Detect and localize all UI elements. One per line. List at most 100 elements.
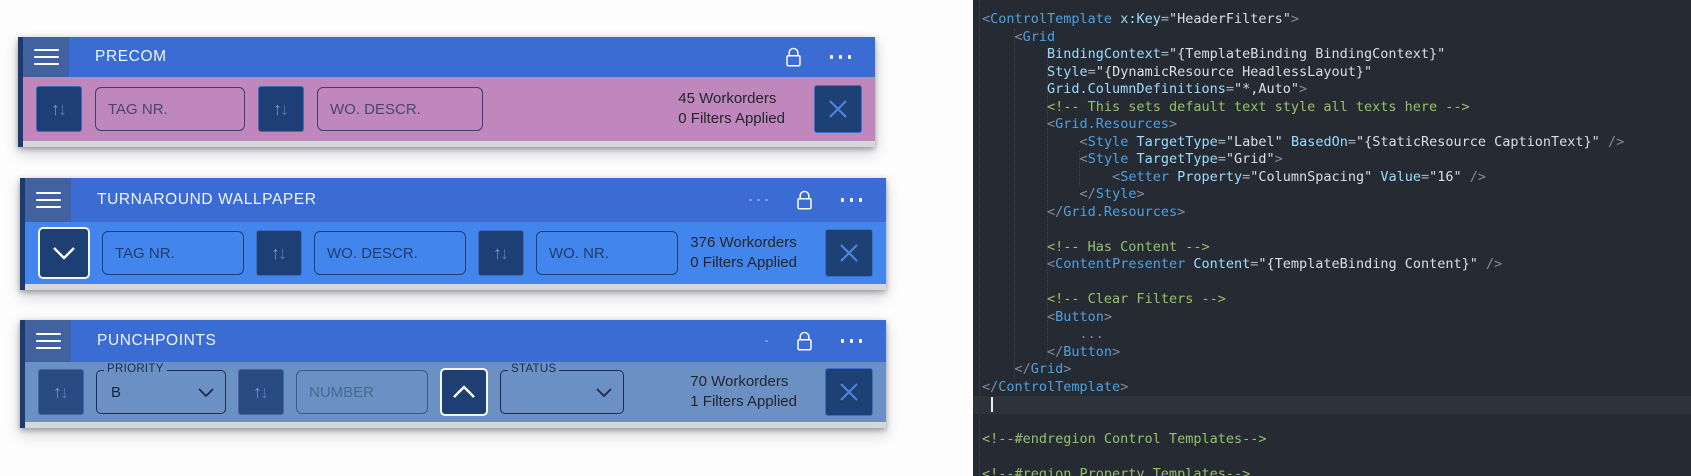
code-editor-pane[interactable]: <ControlTemplate x:Key="HeaderFilters"> …	[973, 0, 1691, 476]
sort-wodescr-button[interactable]: ↑↓	[258, 86, 304, 132]
wo-descr-input[interactable]	[314, 231, 466, 275]
priority-value: B	[111, 383, 122, 401]
status-summary: 70 Workorders 1 Filters Applied	[690, 372, 813, 412]
code-line[interactable]: <Style TargetType="Grid">	[1079, 151, 1283, 167]
card-turnaround-wallpaper: TURNAROUND WALLPAPER ↑↓ ↑↓ 376 Workorder…	[20, 178, 886, 290]
code-line[interactable]: <Setter Property="ColumnSpacing" Value="…	[1112, 168, 1487, 185]
hamburger-icon	[33, 47, 59, 68]
sort-priority-button[interactable]: ↑↓	[38, 369, 84, 415]
workorders-count: 376 Workorders	[690, 234, 797, 251]
status-label: STATUS	[508, 363, 560, 375]
code-line[interactable]: <!-- Clear Filters -->	[1047, 291, 1226, 307]
code-line[interactable]: <Grid.Resources>	[1047, 116, 1178, 132]
menu-button[interactable]	[25, 320, 71, 362]
code-line[interactable]: </ControlTemplate>	[982, 378, 1129, 395]
code-line[interactable]	[982, 221, 1691, 239]
priority-label: PRIORITY	[104, 363, 167, 375]
turnaround-header: TURNAROUND WALLPAPER	[25, 178, 886, 222]
code-lines: <ControlTemplate x:Key="HeaderFilters"> …	[973, 0, 1691, 476]
clear-filters-button[interactable]	[825, 229, 873, 277]
lock-icon[interactable]	[795, 330, 814, 353]
menu-button[interactable]	[25, 178, 71, 222]
panel-title: PUNCHPOINTS	[97, 332, 217, 349]
content-edge	[23, 141, 875, 147]
wo-nr-input[interactable]	[536, 231, 678, 275]
chevron-up-icon	[453, 385, 475, 398]
text-cursor	[991, 397, 993, 412]
code-line[interactable]: </Button>	[1047, 343, 1121, 360]
code-line[interactable]: <ContentPresenter Content="{TemplateBind…	[1047, 256, 1503, 272]
overflow-dots-icon	[749, 198, 768, 202]
precom-header: PRECOM	[23, 37, 875, 77]
hamburger-icon	[35, 331, 61, 352]
priority-dropdown[interactable]: PRIORITY B	[96, 363, 226, 414]
panel-title: PRECOM	[95, 48, 167, 65]
precom-filter-row: ↑↓ ↑↓ 45 Workorders 0 Filters Applied	[23, 77, 875, 141]
indent-guide	[1047, 46, 1048, 361]
status-summary: 376 Workorders 0 Filters Applied	[690, 233, 813, 273]
content-edge	[25, 422, 886, 428]
indent-guide	[1079, 151, 1080, 186]
code-line[interactable]	[982, 274, 1691, 292]
sort-wodescr-button[interactable]: ↑↓	[256, 230, 302, 276]
chevron-down-icon	[53, 247, 75, 260]
x-cross-icon	[840, 244, 858, 262]
more-options-icon[interactable]	[829, 55, 851, 59]
more-options-icon[interactable]	[840, 339, 862, 343]
chevron-down-icon	[596, 387, 612, 397]
tag-nr-input[interactable]	[95, 87, 245, 131]
code-line[interactable]: Grid.ColumnDefinitions="*,Auto">	[1047, 81, 1308, 97]
lock-icon[interactable]	[795, 189, 814, 212]
filters-applied-count: 0 Filters Applied	[678, 110, 785, 127]
sort-number-button[interactable]: ↑↓	[238, 369, 284, 415]
current-line-highlight	[973, 396, 1691, 414]
filters-applied-count: 1 Filters Applied	[690, 393, 797, 410]
code-line[interactable]: <Style TargetType="Label" BasedOn="{Stat…	[1079, 133, 1625, 150]
code-line[interactable]: <ControlTemplate x:Key="HeaderFilters">	[982, 11, 1300, 27]
code-line[interactable]: Style="{DynamicResource HeadlessLayout}"	[1047, 63, 1373, 80]
tag-nr-input[interactable]	[102, 231, 244, 275]
code-line[interactable]: </Grid>	[1014, 361, 1072, 377]
content-edge	[25, 284, 886, 290]
number-input[interactable]	[296, 370, 428, 414]
code-line[interactable]: <!--#endregion Control Templates-->	[982, 431, 1267, 447]
panel-title: TURNAROUND WALLPAPER	[97, 191, 317, 208]
indent-guide	[979, 0, 980, 476]
code-line[interactable]: ...	[1079, 326, 1104, 342]
code-line[interactable]: <!-- This sets default text style all te…	[1047, 98, 1470, 115]
sort-wonr-button[interactable]: ↑↓	[478, 230, 524, 276]
card-punchpoints: PUNCHPOINTS ↑↓ PRIORITY B ↑↓	[20, 320, 886, 428]
wo-descr-input[interactable]	[317, 87, 483, 131]
code-line[interactable]	[982, 449, 1691, 467]
hamburger-icon	[35, 190, 61, 211]
status-summary: 45 Workorders 0 Filters Applied	[678, 89, 801, 129]
status-dropdown[interactable]: STATUS	[500, 363, 624, 414]
menu-button[interactable]	[23, 37, 69, 77]
code-line[interactable]: <Grid	[1014, 28, 1056, 45]
code-line[interactable]: </Grid.Resources>	[1047, 203, 1186, 220]
collapse-button[interactable]	[38, 227, 90, 279]
chevron-down-icon	[198, 387, 214, 397]
design-preview-pane: PRECOM ↑↓ ↑↓ 45 Workorders 0 Filters App…	[18, 37, 886, 428]
clear-filters-button[interactable]	[814, 85, 862, 133]
code-line[interactable]: <!--#region Property Templates-->	[982, 466, 1251, 476]
turnaround-filter-row: ↑↓ ↑↓ 376 Workorders 0 Filters Applied	[25, 222, 886, 284]
code-line[interactable]	[982, 414, 1691, 432]
clear-filters-button[interactable]	[825, 368, 873, 416]
sort-tagnr-button[interactable]: ↑↓	[36, 86, 82, 132]
punchpoints-header: PUNCHPOINTS	[25, 320, 886, 362]
code-line[interactable]	[982, 396, 1691, 414]
code-line[interactable]: <Button>	[1047, 308, 1113, 325]
lock-icon[interactable]	[784, 46, 803, 69]
filters-applied-count: 0 Filters Applied	[690, 254, 797, 271]
indent-guide	[1014, 29, 1015, 379]
overflow-dot-icon	[749, 339, 768, 343]
card-precom: PRECOM ↑↓ ↑↓ 45 Workorders 0 Filters App…	[18, 37, 875, 147]
collapse-button[interactable]	[440, 368, 488, 416]
code-line[interactable]: <!-- Has Content -->	[1047, 238, 1210, 255]
workorders-count: 45 Workorders	[678, 90, 777, 107]
code-line[interactable]: </Style>	[1079, 186, 1145, 202]
more-options-icon[interactable]	[840, 198, 862, 202]
code-line[interactable]: BindingContext="{TemplateBinding Binding…	[1047, 46, 1446, 62]
